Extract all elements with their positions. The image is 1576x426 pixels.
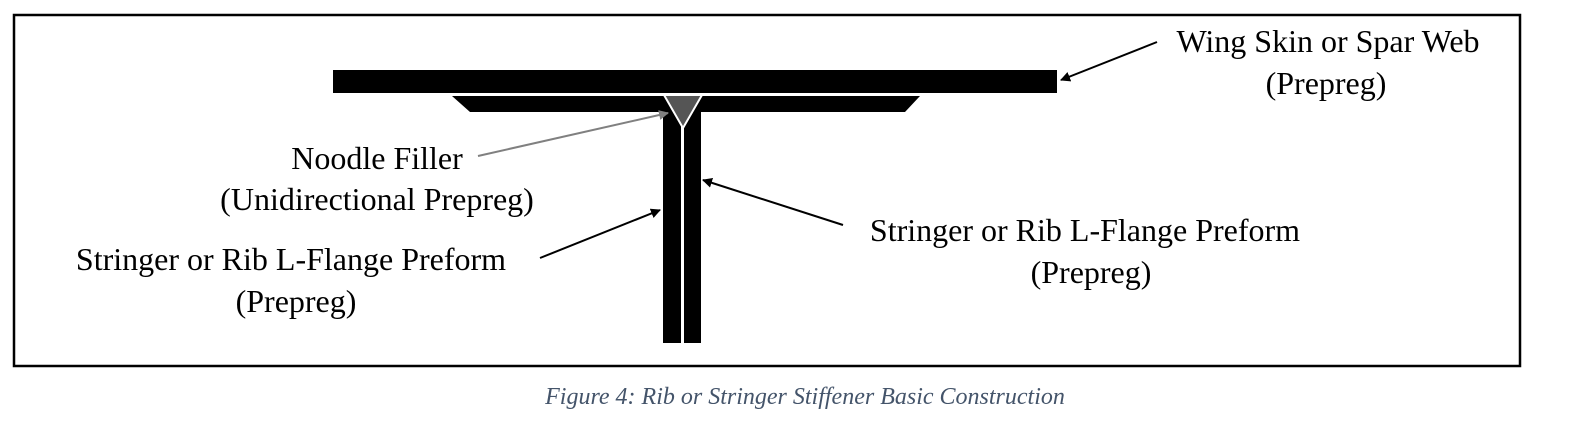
noodle-label-line2: (Unidirectional Prepreg): [220, 181, 534, 217]
wing-skin-plate: [333, 70, 1057, 93]
figure-caption: Figure 4: Rib or Stringer Stiffener Basi…: [544, 384, 1065, 410]
figure-frame: [12, 13, 1522, 368]
right-flange-web: [684, 112, 701, 343]
skin-leader-arrow: [1060, 41, 1158, 82]
left-flange-label-line1: Stringer or Rib L-Flange Preform: [76, 241, 506, 277]
right-flange-label-line2: (Prepreg): [1031, 254, 1152, 290]
left-flange-label-line2: (Prepreg): [236, 283, 357, 319]
skin-label-line1: Wing Skin or Spar Web: [1176, 23, 1479, 59]
noodle-label-line1: Noodle Filler: [291, 140, 463, 176]
left-flange-leader-arrow: [539, 208, 661, 259]
left-flange-web: [663, 112, 681, 343]
noodle-leader-arrow: [477, 110, 669, 157]
skin-label-line2: (Prepreg): [1266, 65, 1387, 101]
right-flange-label-line1: Stringer or Rib L-Flange Preform: [870, 212, 1300, 248]
right-flange-leader-arrow: [702, 177, 844, 226]
noodle-filler: [662, 94, 704, 131]
